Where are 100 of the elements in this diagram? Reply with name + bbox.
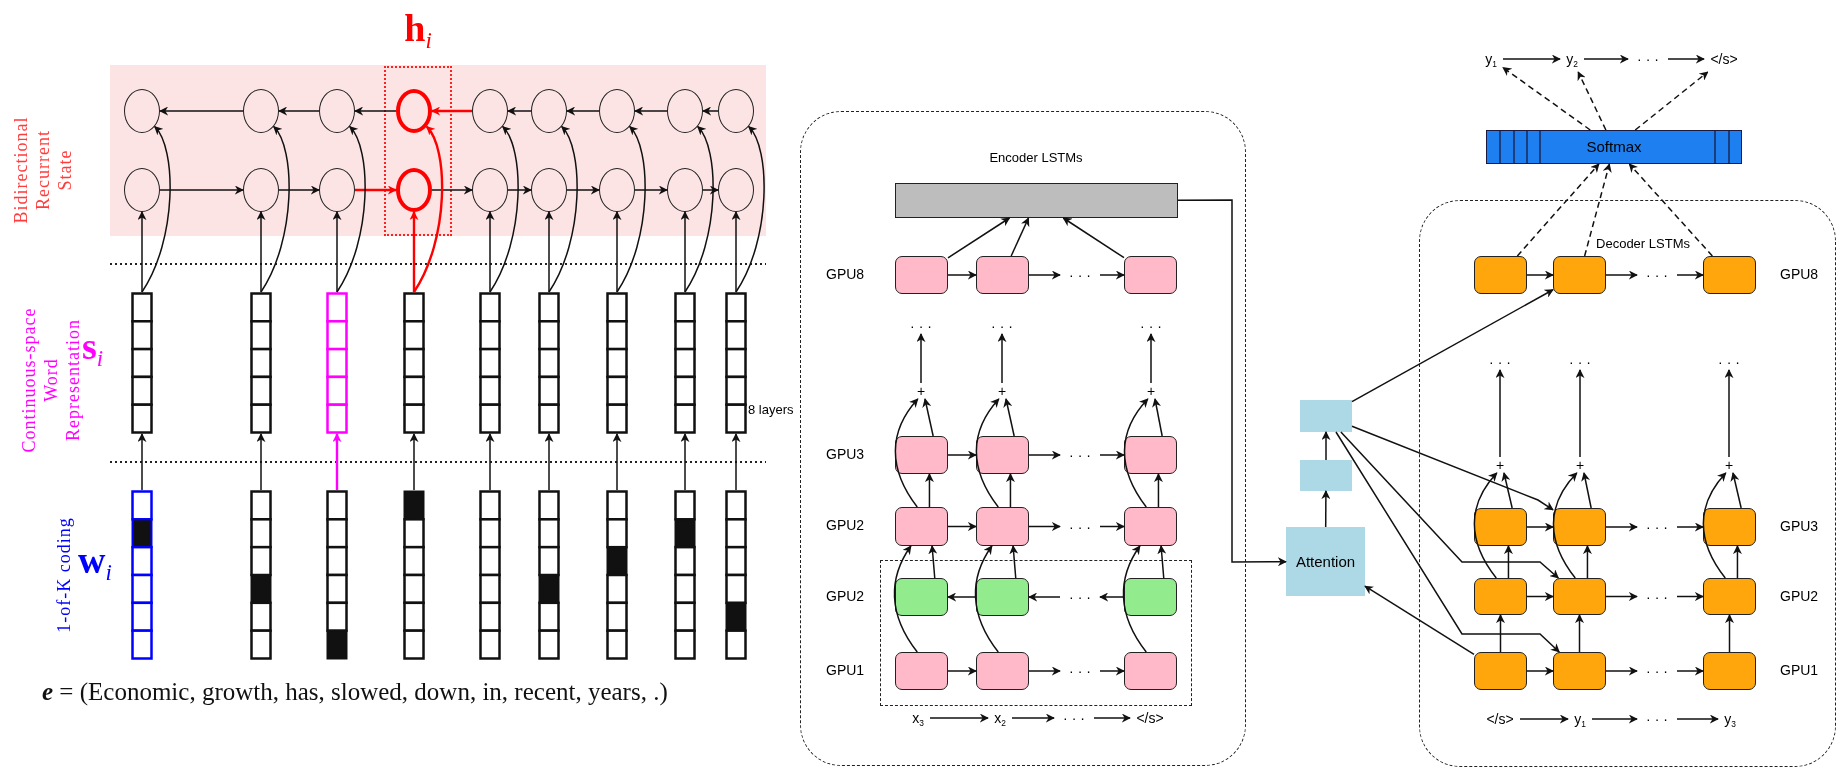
ellipsis: · · · bbox=[982, 318, 1022, 334]
group-heading: Decoder LSTMs bbox=[1596, 236, 1690, 251]
lstm-cell bbox=[976, 652, 1029, 690]
arrow bbox=[1732, 545, 1742, 579]
token-label: y$_{1}$ bbox=[1479, 46, 1503, 72]
arrow bbox=[1501, 472, 1513, 509]
lstm-cell bbox=[1553, 578, 1606, 615]
ellipsis: · · · bbox=[1060, 661, 1100, 681]
arrow bbox=[1335, 431, 1560, 653]
arrow bbox=[485, 211, 495, 293]
arrow bbox=[1496, 614, 1505, 653]
ellipsis: · · · bbox=[1637, 265, 1677, 285]
arrow bbox=[507, 185, 532, 195]
arrow bbox=[1502, 66, 1591, 131]
arrow bbox=[1152, 398, 1163, 437]
arrow bbox=[159, 106, 244, 116]
arrow bbox=[735, 125, 765, 293]
vector-column bbox=[538, 490, 560, 660]
arrow bbox=[256, 433, 266, 491]
arrow bbox=[612, 211, 622, 293]
ellipsis: · · · bbox=[1060, 265, 1100, 285]
arrow bbox=[1581, 472, 1592, 509]
token-label: · · · bbox=[1637, 707, 1677, 731]
token-label: · · · bbox=[1628, 46, 1668, 72]
lstm-cell bbox=[1124, 436, 1177, 474]
arrow bbox=[278, 106, 320, 116]
dashed-group-frame bbox=[881, 561, 1191, 705]
plus-sign: + bbox=[1721, 457, 1737, 473]
state-circle bbox=[396, 168, 432, 212]
arrow bbox=[354, 106, 397, 116]
arrow bbox=[922, 398, 934, 437]
arrow bbox=[924, 473, 934, 508]
arrow bbox=[566, 106, 600, 116]
arrow bbox=[1093, 713, 1131, 723]
arrow bbox=[1028, 522, 1061, 531]
lstm-cell bbox=[976, 507, 1029, 546]
lstm-cell bbox=[1124, 578, 1177, 616]
arrow bbox=[947, 217, 1011, 259]
arrow bbox=[1526, 270, 1554, 280]
plus-sign: + bbox=[994, 383, 1010, 399]
lstm-cell bbox=[1553, 652, 1606, 690]
lstm-cell bbox=[895, 652, 948, 690]
arrow bbox=[947, 666, 977, 676]
arrow bbox=[409, 211, 419, 292]
arrow bbox=[974, 545, 999, 653]
ellipsis: · · · bbox=[1637, 586, 1677, 607]
arrow bbox=[355, 185, 397, 195]
arrow bbox=[485, 433, 495, 491]
arrow bbox=[1028, 270, 1061, 280]
lstm-cell bbox=[895, 436, 948, 474]
vector-column bbox=[606, 292, 628, 434]
lstm-cell bbox=[1474, 652, 1527, 690]
token-label: y$_{3}$ bbox=[1718, 707, 1742, 731]
arrow bbox=[1177, 199, 1287, 567]
arrow bbox=[1122, 545, 1147, 653]
arrow bbox=[1321, 431, 1331, 461]
arrow bbox=[1516, 163, 1600, 257]
arrow bbox=[1583, 163, 1612, 257]
arrow bbox=[947, 450, 977, 460]
arrow bbox=[1502, 54, 1561, 64]
arrow bbox=[1009, 545, 1019, 579]
ellipsis: · · · bbox=[1560, 354, 1600, 370]
arrow bbox=[1526, 592, 1554, 601]
arrow bbox=[1011, 713, 1055, 723]
gpu-label: GPU1 bbox=[1780, 662, 1819, 678]
arrow bbox=[947, 522, 977, 531]
arrow bbox=[731, 433, 741, 491]
arrow bbox=[1340, 431, 1560, 579]
arrow bbox=[548, 125, 578, 293]
ellipsis: · · · bbox=[1060, 516, 1100, 537]
plus-sign: + bbox=[1143, 383, 1159, 399]
arrow bbox=[731, 211, 741, 293]
ellipsis: · · · bbox=[1637, 517, 1677, 537]
arrow bbox=[1321, 490, 1331, 528]
token-label: </s> bbox=[1704, 46, 1744, 72]
arrow bbox=[1676, 270, 1704, 280]
lstm-cell bbox=[1703, 256, 1756, 294]
arrow bbox=[1099, 522, 1125, 531]
arrow bbox=[566, 185, 600, 195]
arrow bbox=[1473, 472, 1498, 579]
arrow bbox=[137, 433, 147, 491]
lstm-cell bbox=[1124, 652, 1177, 690]
arrow bbox=[256, 211, 266, 293]
attention-layer bbox=[1300, 460, 1352, 491]
arrow bbox=[409, 433, 419, 491]
vector-column bbox=[250, 490, 272, 660]
gpu-label: GPU2 bbox=[826, 517, 865, 533]
arrow bbox=[1003, 398, 1015, 437]
arrow bbox=[975, 398, 1000, 508]
vector-column bbox=[250, 292, 272, 434]
arrow bbox=[893, 545, 918, 653]
lstm-cell bbox=[1474, 508, 1527, 546]
arrow bbox=[1591, 714, 1638, 724]
sentence-caption: e = (Economic, growth, has, slowed, down, in, recent, years, .) bbox=[42, 678, 668, 706]
arrow bbox=[1676, 522, 1704, 532]
plus-sign: + bbox=[913, 383, 929, 399]
arrow bbox=[997, 333, 1007, 384]
group-heading: Encoder LSTMs bbox=[989, 150, 1083, 165]
arrow bbox=[1099, 592, 1125, 602]
arrow bbox=[612, 433, 622, 491]
